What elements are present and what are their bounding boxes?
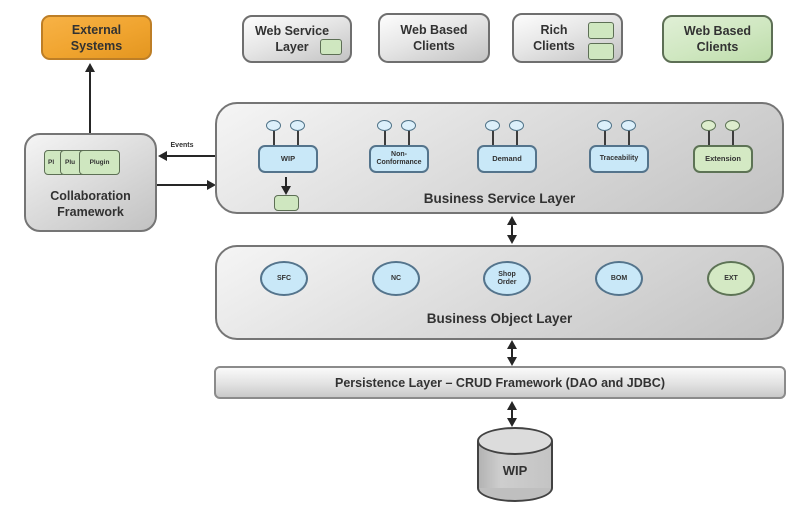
arrow-line — [285, 177, 287, 188]
client-label: Web Based Clients — [400, 23, 468, 53]
arrow-up-icon — [85, 63, 95, 72]
component-box: Traceability — [589, 145, 649, 173]
arrow-line — [166, 155, 216, 157]
database-label: WIP — [502, 463, 528, 478]
component-extension: Extension — [693, 120, 753, 176]
component-demand: Demand — [477, 120, 537, 176]
interface-lollipop-icon — [701, 120, 716, 131]
interface-stick-icon — [297, 131, 299, 145]
plugin-chip: Plugin — [79, 150, 120, 175]
plugin-label: Pl — [48, 159, 55, 166]
interface-stick-icon — [408, 131, 410, 145]
interface-lollipop-icon — [401, 120, 416, 131]
double-arrow-icon — [506, 216, 518, 244]
green-module-badge-icon — [588, 22, 614, 39]
persistence-layer-bar: Persistence Layer – CRUD Framework (DAO … — [214, 366, 786, 399]
component-box: WIP — [258, 145, 318, 173]
arrow-down-icon — [281, 186, 291, 195]
green-module-badge-icon — [588, 43, 614, 60]
interface-lollipop-icon — [485, 120, 500, 131]
persistence-layer-label: Persistence Layer – CRUD Framework (DAO … — [335, 375, 665, 390]
interface-lollipop-icon — [621, 120, 636, 131]
interface-lollipop-icon — [290, 120, 305, 131]
client-box-rich-clients: Rich Clients — [512, 13, 623, 63]
business-object-layer: Business Object Layer SFC NC Shop Order … — [215, 245, 784, 340]
interface-lollipop-icon — [597, 120, 612, 131]
component-traceability: Traceability — [589, 120, 649, 176]
client-label: Web Service Layer — [254, 24, 330, 54]
interface-stick-icon — [708, 131, 710, 145]
object-ellipse-shop-order: Shop Order — [483, 261, 531, 296]
interface-stick-icon — [732, 131, 734, 145]
component-box: Non-Conformance — [369, 145, 429, 173]
interface-lollipop-icon — [725, 120, 740, 131]
object-ellipse-ext: EXT — [707, 261, 755, 296]
object-ellipse-nc: NC — [372, 261, 420, 296]
component-box: Extension — [693, 145, 753, 173]
client-box-web-service-layer: Web Service Layer — [242, 15, 352, 63]
arrow-right-icon — [207, 180, 216, 190]
client-label: Web Based Clients — [683, 24, 752, 54]
interface-lollipop-icon — [266, 120, 281, 131]
object-ellipse-sfc: SFC — [260, 261, 308, 296]
interface-stick-icon — [273, 131, 275, 145]
green-module-badge-icon — [320, 39, 342, 55]
plugin-label: Plugin — [89, 159, 110, 166]
client-label: Rich Clients — [533, 23, 575, 53]
client-box-web-based-clients: Web Based Clients — [378, 13, 490, 63]
events-label: Events — [170, 142, 194, 149]
interface-lollipop-icon — [377, 120, 392, 131]
cylinder-top — [477, 427, 553, 455]
interface-stick-icon — [628, 131, 630, 145]
external-systems-box: External Systems — [41, 15, 152, 60]
wip-extension-chip — [274, 195, 299, 211]
interface-stick-icon — [492, 131, 494, 145]
collaboration-framework-label: Collaboration Framework — [50, 189, 131, 219]
collaboration-framework-box: Pl Plu Plugin Collaboration Framework — [24, 133, 157, 232]
business-service-layer: Business Service Layer WIP Non-Conforman… — [215, 102, 784, 214]
client-box-web-based-clients-green: Web Based Clients — [662, 15, 773, 63]
component-box: Demand — [477, 145, 537, 173]
interface-stick-icon — [604, 131, 606, 145]
arrow-line — [157, 184, 208, 186]
interface-stick-icon — [384, 131, 386, 145]
wip-database-cylinder-icon: WIP — [477, 427, 553, 502]
arrow-left-icon — [158, 151, 167, 161]
interface-lollipop-icon — [509, 120, 524, 131]
interface-stick-icon — [516, 131, 518, 145]
plugin-label: Plu — [65, 159, 76, 166]
business-service-layer-label: Business Service Layer — [423, 191, 576, 206]
business-object-layer-label: Business Object Layer — [426, 311, 573, 326]
external-systems-label: External Systems — [70, 22, 123, 53]
double-arrow-icon — [506, 340, 518, 366]
arrow-line — [89, 71, 91, 133]
object-ellipse-bom: BOM — [595, 261, 643, 296]
component-non-conformance: Non-Conformance — [369, 120, 429, 176]
double-arrow-icon — [506, 401, 518, 427]
component-wip: WIP — [258, 120, 318, 176]
